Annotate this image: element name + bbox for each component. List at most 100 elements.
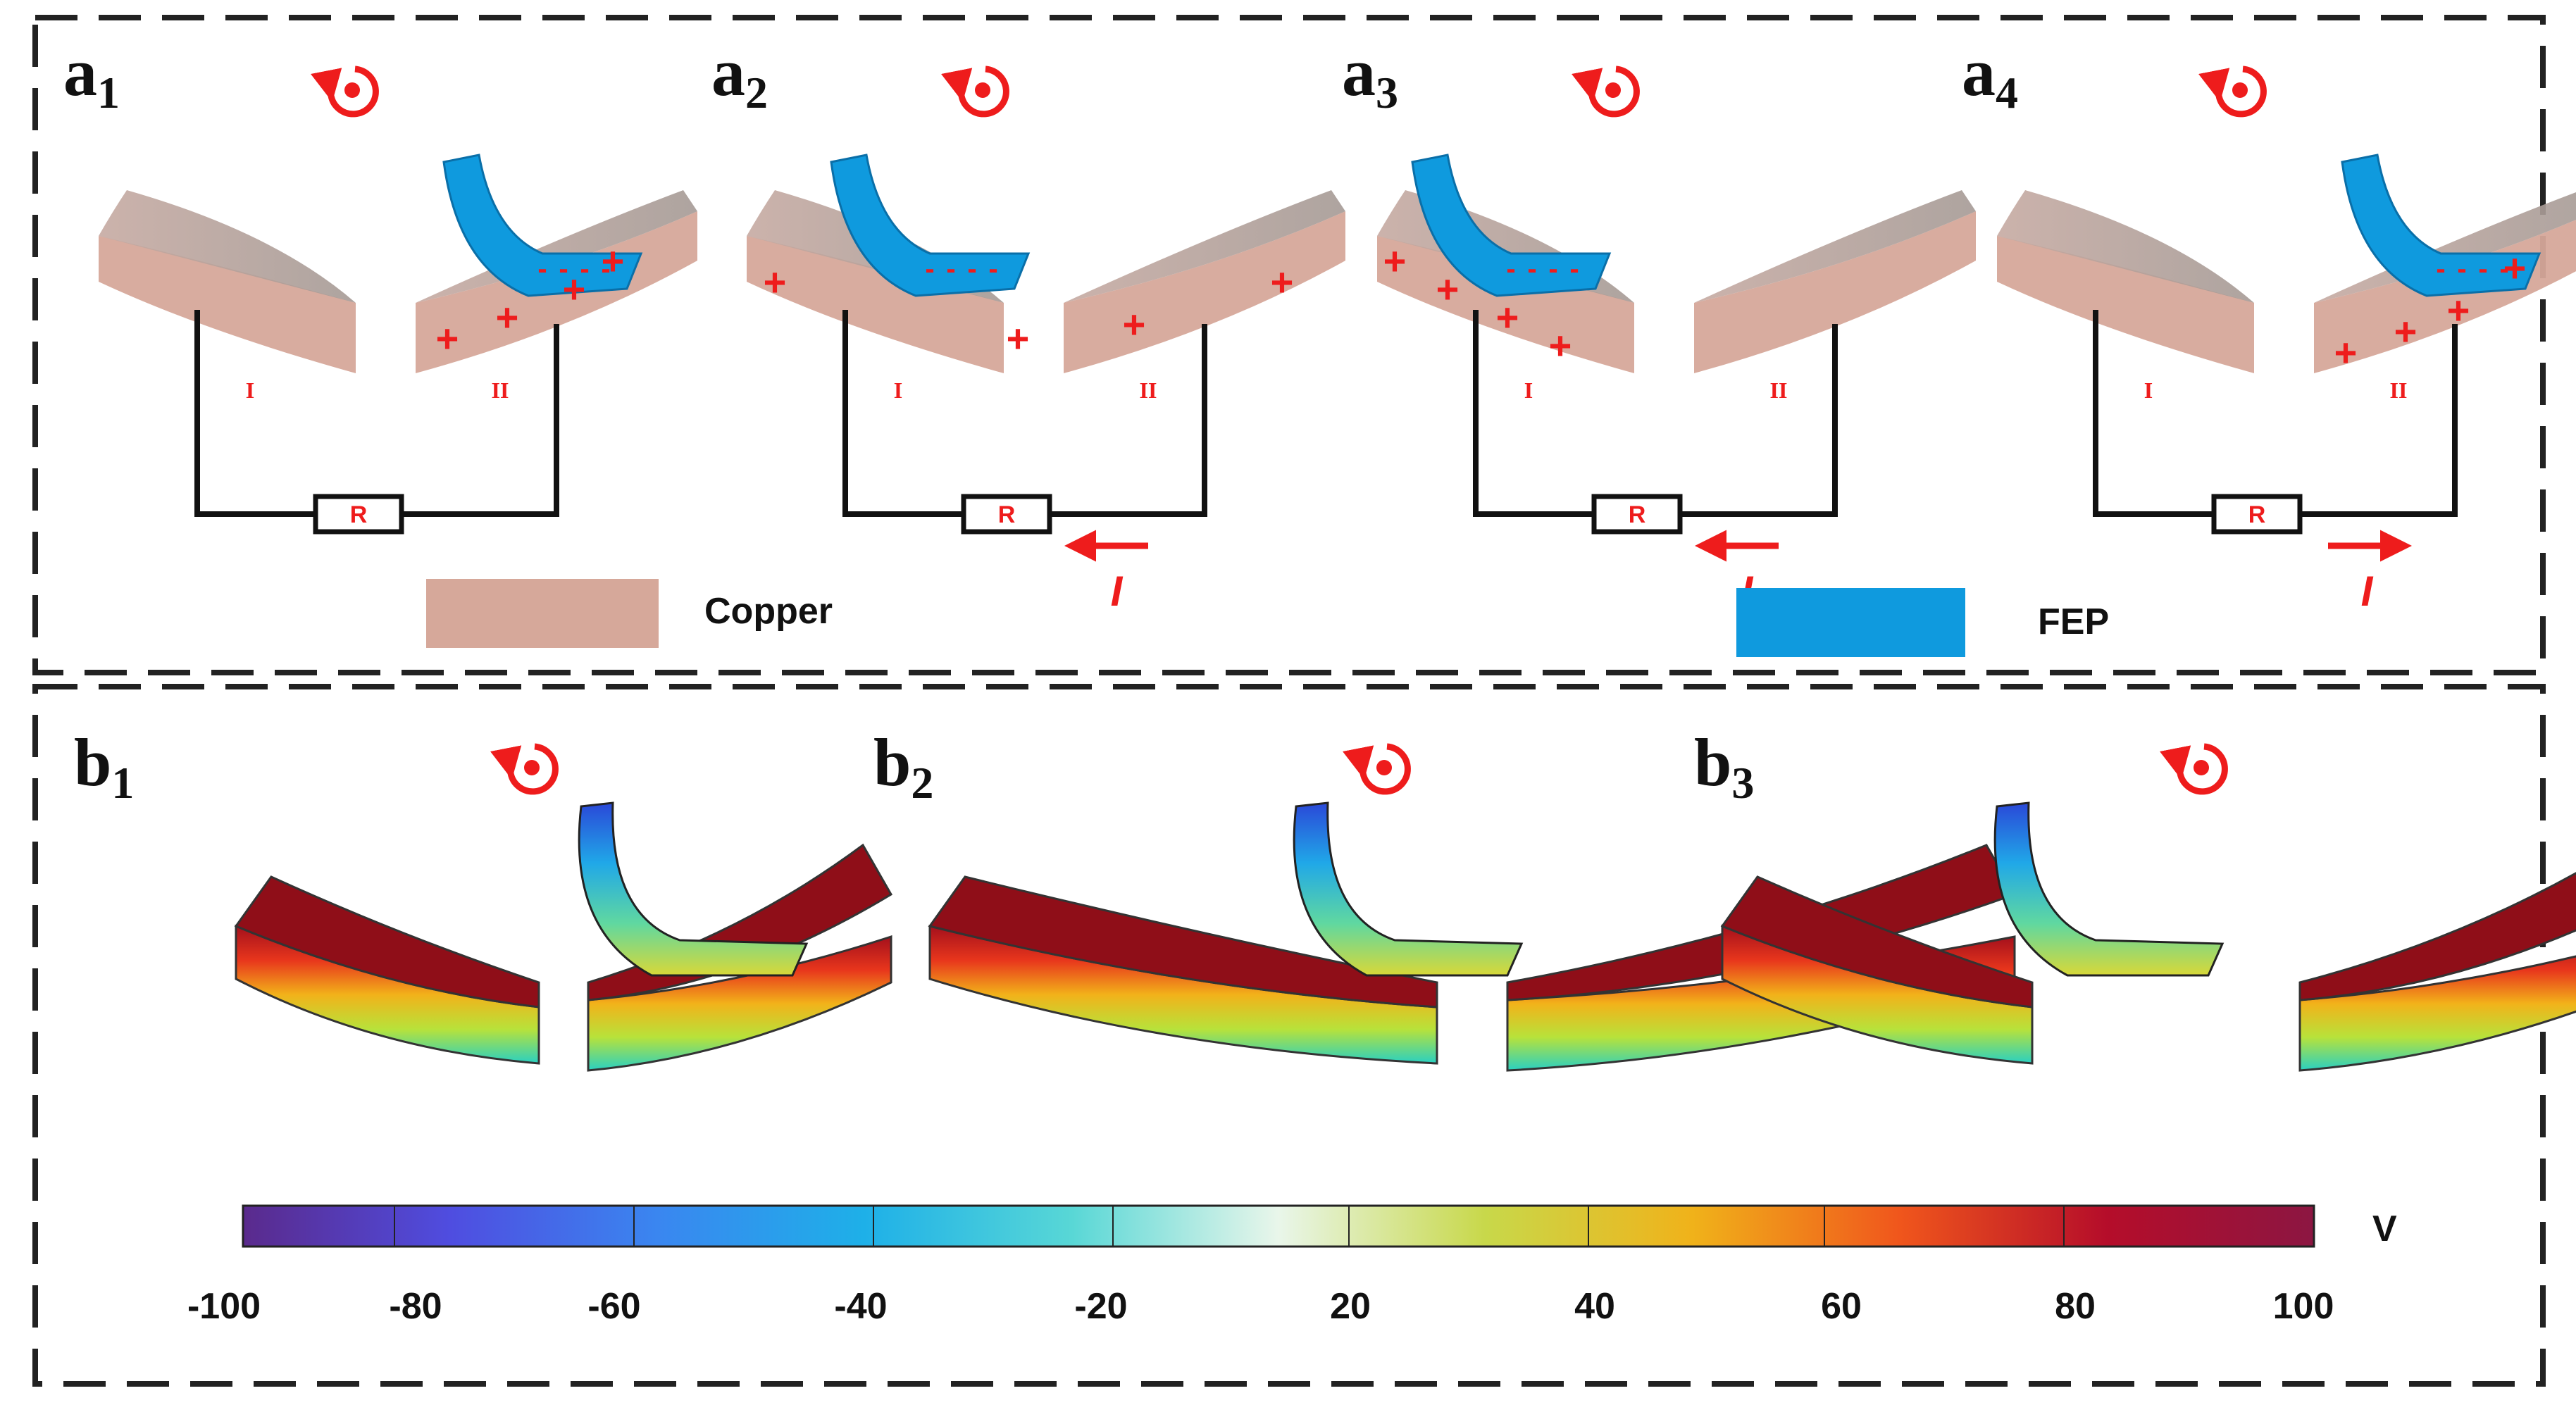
colorbar-tick-label: -100 xyxy=(187,1286,261,1327)
colorbar-tick-label: -20 xyxy=(1074,1286,1127,1327)
positive-charge: + xyxy=(2394,309,2418,354)
panel-a1-label-letter: a xyxy=(63,35,97,110)
copper-left-top xyxy=(1997,190,2254,303)
field-block-right xyxy=(587,935,892,1072)
positive-charge: + xyxy=(1496,295,1519,339)
copper-segment-left xyxy=(99,190,356,373)
copper-segment-left xyxy=(1997,190,2254,373)
copper-right-top xyxy=(1694,190,1976,303)
colorbar-tick-label: -40 xyxy=(834,1286,887,1327)
copper-left-face xyxy=(747,236,1004,373)
panel-b1-label-subscript: 1 xyxy=(111,758,134,808)
circuit-wire xyxy=(2093,310,2458,517)
rotation-icon-arc xyxy=(310,65,379,118)
negative-charge: - xyxy=(1506,254,1515,285)
rotation-icon-arc xyxy=(1571,65,1640,118)
resistor-box xyxy=(2211,494,2303,535)
resistor-box xyxy=(1591,494,1683,535)
colorbar-tick-label: 40 xyxy=(1574,1286,1615,1327)
positive-charge: + xyxy=(2334,330,2358,375)
fep-blade: ---- xyxy=(442,154,643,297)
fep-blade: ---- xyxy=(2341,154,2541,297)
current-label: I xyxy=(1111,568,1124,615)
field-block-left-top xyxy=(1720,875,2034,1009)
positive-charge: + xyxy=(1383,239,1407,283)
panel-b2-label: b2 xyxy=(873,725,933,808)
copper-segment-right xyxy=(1694,190,1976,373)
field-block-right xyxy=(2298,955,2576,1072)
fep-shape xyxy=(442,154,643,297)
rotation-icon xyxy=(1342,743,1411,795)
copper-left-face xyxy=(99,236,356,373)
rotation-icon-dot xyxy=(524,760,540,775)
rotation-icon-dot xyxy=(2232,82,2248,98)
current-label: I xyxy=(2361,568,2374,615)
fep-field-blade xyxy=(578,801,809,977)
resistor-label: R xyxy=(2248,501,2266,528)
field-block-left-top xyxy=(928,875,1438,1009)
fep-field-blade xyxy=(1993,801,2225,977)
copper-segment-right xyxy=(1064,190,1345,373)
frame-bottom xyxy=(32,684,2546,1387)
circuit-wire xyxy=(1473,310,1838,517)
field-block-right-top xyxy=(2298,872,2576,1001)
panel-b3-label-subscript: 3 xyxy=(1731,758,1754,808)
copper-right-top xyxy=(1064,190,1345,303)
panel-b2-label-letter: b xyxy=(873,725,911,800)
resistor-box xyxy=(961,494,1052,535)
negative-charge: - xyxy=(559,254,568,285)
copper-left-face xyxy=(1377,236,1634,373)
panel-b3: b3 xyxy=(1694,725,2576,1072)
segment-label-right: II xyxy=(2390,377,2408,403)
positive-charge: + xyxy=(1436,267,1460,311)
fep-swatch xyxy=(1736,588,1965,657)
negative-charge: - xyxy=(967,254,976,285)
rotation-icon-dot xyxy=(975,82,990,98)
copper-right-face xyxy=(1064,211,1345,373)
rotation-icon xyxy=(2198,65,2267,118)
negative-charge: - xyxy=(580,254,589,285)
panel-a4-label-subscript: 4 xyxy=(1996,68,2018,118)
resistor-label: R xyxy=(1629,501,1646,528)
copper-label: Copper xyxy=(704,591,833,632)
circuit-wire xyxy=(194,310,559,517)
negative-charge: - xyxy=(2478,254,2487,285)
negative-charge: - xyxy=(946,254,955,285)
colorbar-tick-label: -60 xyxy=(587,1286,640,1327)
segment-label-right: II xyxy=(492,377,509,403)
negative-charge: - xyxy=(2457,254,2466,285)
colorbar-tick-label: 80 xyxy=(2055,1286,2096,1327)
copper-right-face xyxy=(1694,211,1976,373)
segment-label-right: II xyxy=(1770,377,1788,403)
rotation-icon xyxy=(490,743,559,795)
panels-b: b 1 b2 b3 xyxy=(74,725,2576,1072)
panel-a4-label: a4 xyxy=(1962,35,2018,118)
fep-blade: ---- xyxy=(830,154,1031,297)
negative-charge: - xyxy=(2436,254,2445,285)
rotation-icon-dot xyxy=(1605,82,1621,98)
copper-right-top xyxy=(2314,192,2576,303)
copper-right-top xyxy=(416,190,697,303)
rotation-icon-arc xyxy=(2159,743,2228,795)
segment-label-right: II xyxy=(1140,377,1157,403)
negative-charge: - xyxy=(2499,254,2508,285)
panel-a3-label: a3 xyxy=(1342,35,1398,118)
colorbar-unit: V xyxy=(2372,1209,2397,1249)
negative-charge: - xyxy=(988,254,997,285)
colorbar-bar xyxy=(242,1204,2315,1248)
fep-shape xyxy=(2341,154,2541,297)
rotation-icon-dot xyxy=(1376,760,1392,775)
colorbar-tick-label: 60 xyxy=(1821,1286,1862,1327)
rotation-icon xyxy=(1571,65,1640,118)
colorbar-tick-label: -80 xyxy=(389,1286,442,1327)
legend: Copper FEP xyxy=(426,579,2109,657)
panel-a3-label-subscript: 3 xyxy=(1376,68,1398,118)
fep-shape xyxy=(1411,154,1612,297)
fep-shape xyxy=(830,154,1031,297)
panel-a4-label-letter: a xyxy=(1962,35,1996,110)
rotation-icon-dot xyxy=(2194,760,2209,775)
